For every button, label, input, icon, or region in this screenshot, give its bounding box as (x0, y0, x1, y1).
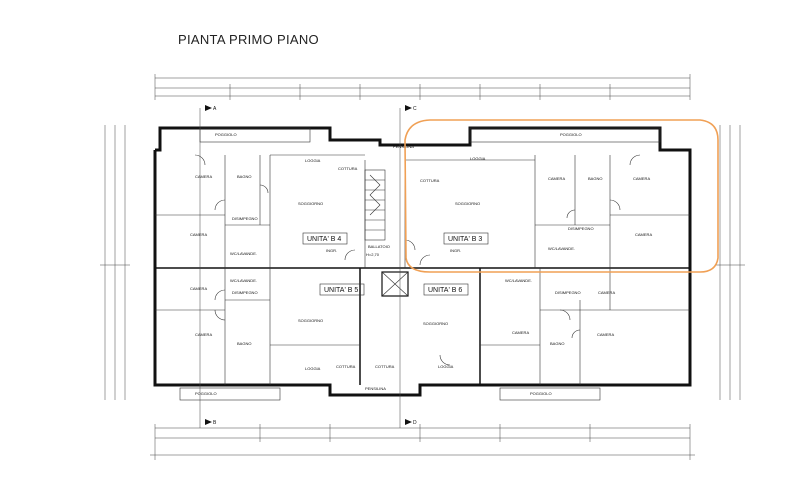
room-bagno: BAGNO (237, 174, 251, 179)
room-wc: WC/LAVANDE. (548, 246, 575, 251)
room-height: H=2,70 (366, 252, 380, 257)
room-loggia: LOGGIA (305, 366, 321, 371)
svg-text:UNITA' B 3: UNITA' B 3 (448, 236, 482, 243)
room-poggiolo: POGGIOLO (530, 391, 552, 396)
room-soggiorno: SOGGIORNO (455, 201, 480, 206)
room-loggia: LOGGIA (305, 158, 321, 163)
room-cottura: COTTURA (375, 364, 395, 369)
room-camera: CAMERA (190, 286, 207, 291)
unit-b4-label: UNITA' B 4 (302, 232, 348, 245)
room-poggiolo: POGGIOLO (560, 132, 582, 137)
room-soggiorno: SOGGIORNO (298, 201, 323, 206)
room-camera: CAMERA (512, 330, 529, 335)
room-camera: CAMERA (597, 332, 614, 337)
room-wc: WC/LAVANDE. (230, 278, 257, 283)
room-poggiolo: POGGIOLO (195, 391, 217, 396)
elevator (381, 271, 409, 297)
room-ballatoio: BALLATOIO (368, 244, 390, 249)
room-soggiorno: SOGGIORNO (298, 318, 323, 323)
unit-b3-label: UNITA' B 3 (443, 232, 489, 245)
dimension-lines-bottom (150, 424, 695, 460)
room-disimpegno: DISIMPEGNO (555, 290, 581, 295)
unit-b3-highlight (404, 119, 719, 273)
section-label-c: C (413, 106, 417, 112)
unit-b5-label: UNITA' B 5 (319, 283, 365, 296)
room-wc: WC/LAVANDE. (230, 251, 257, 256)
room-cottura: COTTURA (336, 364, 356, 369)
room-camera: CAMERA (598, 290, 615, 295)
room-cottura: COTTURA (420, 178, 440, 183)
room-loggia: LOGGIA (438, 364, 454, 369)
svg-text:UNITA' B 5: UNITA' B 5 (324, 287, 358, 294)
room-ingr: INGR. (450, 248, 461, 253)
room-bagno: BAGNO (588, 176, 602, 181)
room-cottura: COTTURA (338, 166, 358, 171)
svg-text:UNITA' B 4: UNITA' B 4 (307, 236, 341, 243)
dimension-lines-top (154, 74, 691, 100)
page-title: PIANTA PRIMO PIANO (178, 32, 319, 47)
section-label-d: D (413, 420, 417, 426)
room-soggiorno: SOGGIORNO (423, 321, 448, 326)
room-loggia: LOGGIA (470, 156, 486, 161)
dimension-lines-sides (100, 125, 745, 400)
room-camera: CAMERA (190, 232, 207, 237)
room-wc: WC/LAVANDE. (505, 278, 532, 283)
room-disimpegno: DISIMPEGNO (232, 290, 258, 295)
room-poggiolo: POGGIOLO (215, 132, 237, 137)
section-markers (199, 105, 412, 428)
room-disimpegno: DISIMPEGNO (232, 216, 258, 221)
room-bagno: BAGNO (237, 341, 251, 346)
room-camera: CAMERA (548, 176, 565, 181)
interior-walls (155, 154, 690, 385)
room-camera: CAMERA (635, 232, 652, 237)
room-bagno: BAGNO (550, 341, 564, 346)
section-label-a: A (213, 106, 217, 112)
room-pensilina: PENSILINA (393, 144, 414, 149)
room-camera: CAMERA (633, 176, 650, 181)
room-pensilina: PENSILINA (365, 386, 386, 391)
room-ingr: INGR. (326, 248, 337, 253)
svg-text:UNITA' B 6: UNITA' B 6 (428, 287, 462, 294)
unit-b6-label: UNITA' B 6 (423, 283, 469, 296)
room-disimpegno: DISIMPEGNO (568, 226, 594, 231)
room-camera: CAMERA (195, 332, 212, 337)
staircase (364, 169, 386, 241)
section-label-b: B (213, 420, 217, 426)
room-camera: CAMERA (195, 174, 212, 179)
door-swings (194, 154, 641, 366)
